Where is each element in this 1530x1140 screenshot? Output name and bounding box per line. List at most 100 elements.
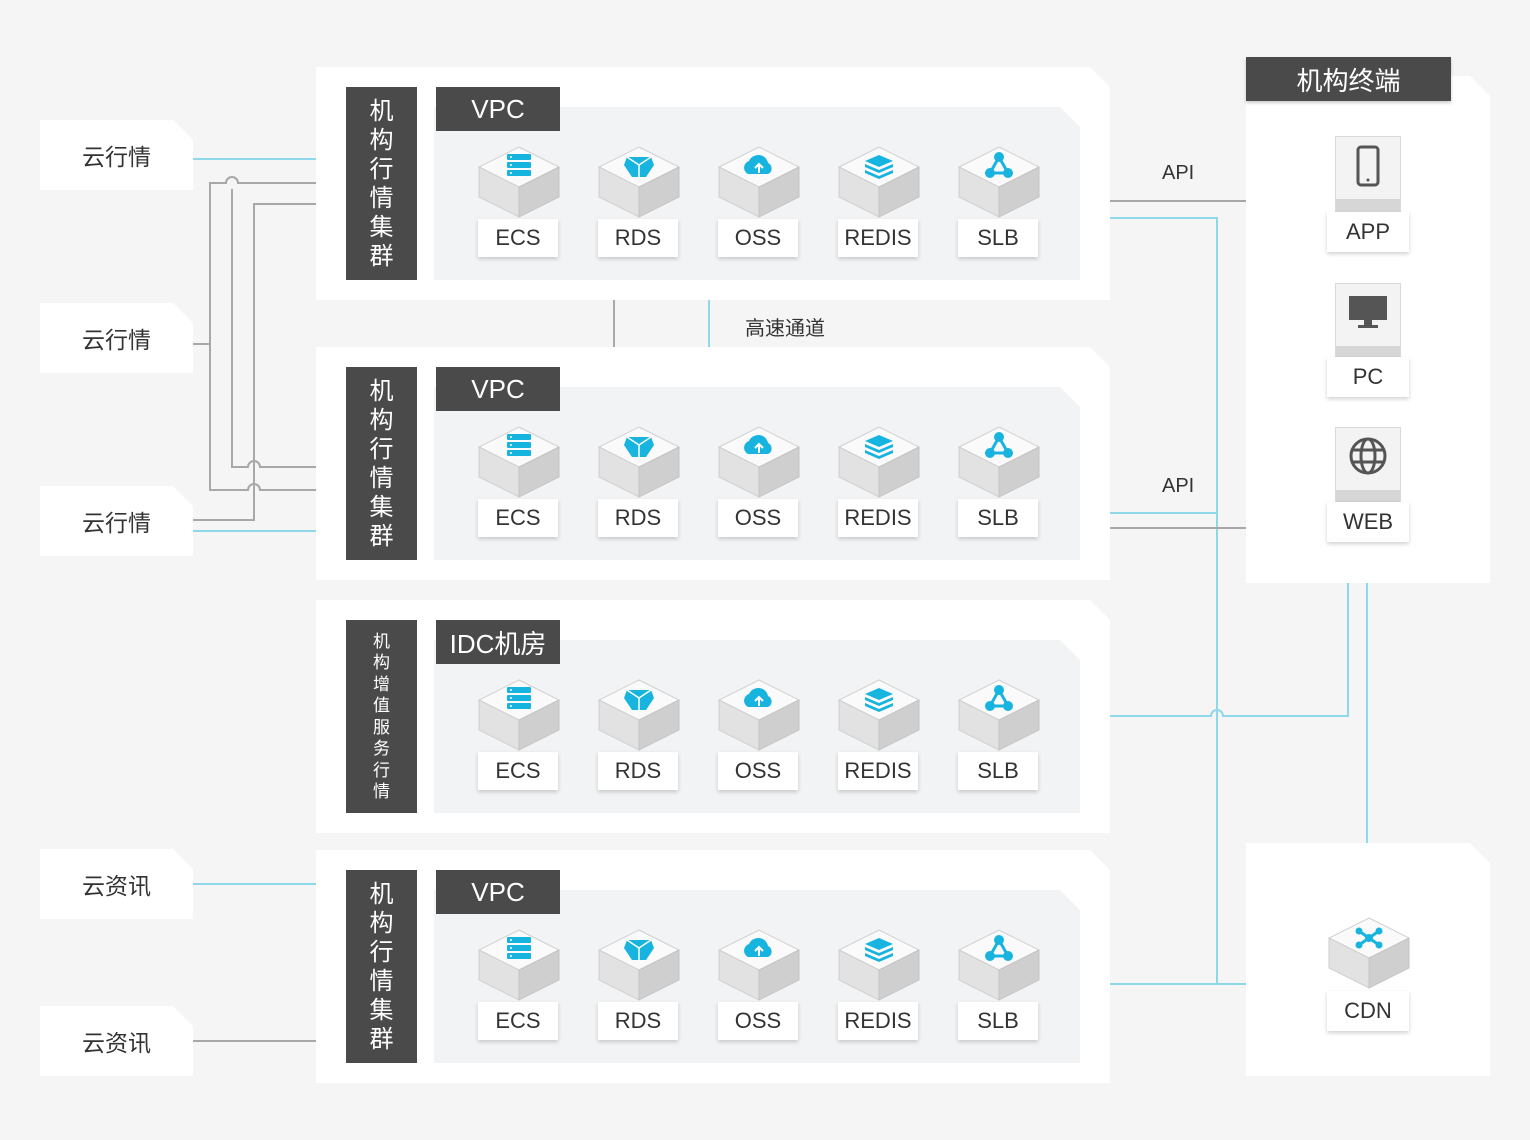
service-label: REDIS <box>838 499 918 537</box>
redis-icon <box>838 926 920 1002</box>
service-label: ECS <box>478 752 558 790</box>
side-label-char: 机 <box>373 631 390 651</box>
service-label: ECS <box>478 499 558 537</box>
side-label-char: 增 <box>373 674 390 694</box>
service-oss: OSS <box>708 423 808 543</box>
side-label-char: 集 <box>369 493 394 521</box>
service-slb: SLB <box>948 676 1048 796</box>
device-app: APP <box>1327 212 1409 252</box>
service-slb: SLB <box>948 423 1048 543</box>
source-label: 云行情 <box>82 144 151 170</box>
oss-icon <box>718 926 800 1002</box>
redis-icon <box>838 143 920 219</box>
slb-icon <box>958 143 1040 219</box>
service-redis: REDIS <box>828 926 928 1046</box>
side-label-char: 机 <box>369 880 394 908</box>
service-label: SLB <box>958 1002 1038 1040</box>
slb-icon <box>958 423 1040 499</box>
oss-icon <box>718 676 800 752</box>
side-label-char: 行 <box>373 760 390 780</box>
cluster-tag: VPC <box>436 870 560 914</box>
side-label-char: 群 <box>369 1025 394 1053</box>
cdn-label: CDN <box>1327 991 1409 1031</box>
side-label-char: 构 <box>369 909 394 937</box>
oss-icon <box>718 143 800 219</box>
side-label-char: 构 <box>373 653 390 672</box>
oss-icon <box>718 423 800 499</box>
side-label-char: 集 <box>369 996 394 1024</box>
side-label-char: 机 <box>369 377 394 405</box>
api-label-2: API <box>1162 475 1195 497</box>
side-label-char: 服 <box>373 717 390 737</box>
service-label: REDIS <box>838 219 918 257</box>
service-redis: REDIS <box>828 143 928 263</box>
cluster-side-label: 机构行情集群 <box>346 367 417 560</box>
service-label: SLB <box>958 219 1038 257</box>
rds-icon <box>598 143 680 219</box>
device-web: WEB <box>1327 502 1409 542</box>
cdn-network-icon <box>1328 917 1410 989</box>
side-label-char: 情 <box>369 184 394 212</box>
source-label: 云行情 <box>82 327 151 353</box>
slb-icon <box>958 676 1040 752</box>
source-cloud-news-1: 云资讯 <box>40 849 193 919</box>
service-label: SLB <box>958 499 1038 537</box>
service-label: REDIS <box>838 1002 918 1040</box>
slb-icon <box>958 926 1040 1002</box>
side-label-char: 务 <box>373 739 390 758</box>
service-redis: REDIS <box>828 676 928 796</box>
source-cloud-quote-2: 云行情 <box>40 303 193 373</box>
monitor-icon <box>1335 283 1401 359</box>
source-cloud-quote-3: 云行情 <box>40 486 193 556</box>
ecs-icon <box>478 423 560 499</box>
cluster-tag: VPC <box>436 367 560 411</box>
service-label: OSS <box>718 219 798 257</box>
service-oss: OSS <box>708 676 808 796</box>
device-pc: PC <box>1327 357 1409 397</box>
source-cloud-quote-1: 云行情 <box>40 120 193 190</box>
side-label-char: 构 <box>369 126 394 154</box>
api-label-1: API <box>1162 162 1195 184</box>
cdn-node <box>1318 914 1418 1034</box>
service-redis: REDIS <box>828 423 928 543</box>
side-label-char: 机 <box>369 97 394 125</box>
service-rds: RDS <box>588 143 688 263</box>
service-label: RDS <box>598 219 678 257</box>
rds-icon <box>598 926 680 1002</box>
phone-icon <box>1335 136 1401 212</box>
cluster-side-label: 机构增值服务行情 <box>346 620 417 813</box>
redis-icon <box>838 676 920 752</box>
service-label: OSS <box>718 499 798 537</box>
service-rds: RDS <box>588 676 688 796</box>
cluster-tag: IDC机房 <box>436 620 560 664</box>
rds-icon <box>598 423 680 499</box>
service-oss: OSS <box>708 926 808 1046</box>
ecs-icon <box>478 926 560 1002</box>
service-ecs: ECS <box>468 423 568 543</box>
service-slb: SLB <box>948 143 1048 263</box>
service-ecs: ECS <box>468 143 568 263</box>
side-label-char: 情 <box>369 967 394 995</box>
service-slb: SLB <box>948 926 1048 1046</box>
service-rds: RDS <box>588 423 688 543</box>
cluster-side-label: 机构行情集群 <box>346 870 417 1063</box>
side-label-char: 情 <box>369 464 394 492</box>
side-label-char: 行 <box>369 435 394 463</box>
service-label: REDIS <box>838 752 918 790</box>
service-label: RDS <box>598 499 678 537</box>
source-cloud-news-2: 云资讯 <box>40 1006 193 1076</box>
rds-icon <box>598 676 680 752</box>
service-label: ECS <box>478 219 558 257</box>
side-label-char: 集 <box>369 213 394 241</box>
cluster-panel-2: 机构行情集群 VPC ECS RDS OSS REDIS SLB <box>316 347 1110 580</box>
service-label: OSS <box>718 1002 798 1040</box>
service-ecs: ECS <box>468 926 568 1046</box>
source-label: 云资讯 <box>82 1030 151 1056</box>
cluster-tag: VPC <box>436 87 560 131</box>
side-label-char: 值 <box>373 696 390 715</box>
service-label: RDS <box>598 752 678 790</box>
side-label-char: 情 <box>373 782 390 801</box>
